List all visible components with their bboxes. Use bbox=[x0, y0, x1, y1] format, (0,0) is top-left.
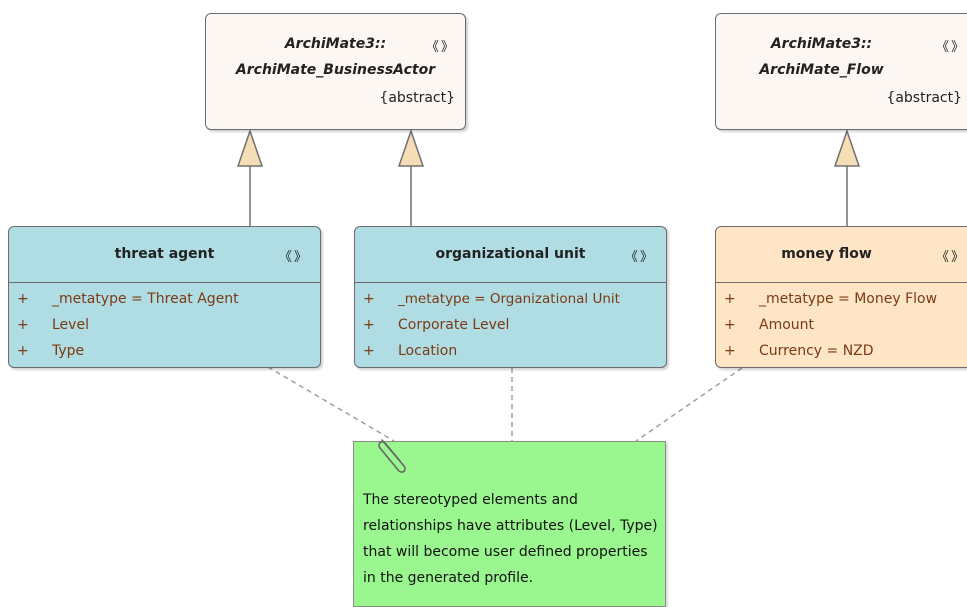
attribute-text: Corporate Level bbox=[398, 317, 510, 333]
visibility-marker: + bbox=[724, 317, 736, 333]
class-name: organizational unit bbox=[435, 246, 586, 262]
attribute-text: _metatype = Money Flow bbox=[759, 291, 938, 307]
visibility-marker: + bbox=[17, 291, 29, 307]
attribute-row[interactable]: + Type bbox=[9, 338, 320, 364]
stereotype-marker: 《 》 bbox=[624, 250, 653, 265]
generalization-arrowhead bbox=[833, 128, 861, 167]
class-name: threat agent bbox=[114, 246, 215, 262]
attribute-row[interactable]: + _metatype = Organizational Unit bbox=[355, 286, 666, 312]
abstract-modifier: {abstract} bbox=[379, 90, 455, 106]
visibility-marker: + bbox=[724, 291, 736, 307]
attribute-text: Level bbox=[52, 317, 89, 333]
class-organizational-unit[interactable]: organizational unit 《 》 + _metatype = Or… bbox=[354, 226, 667, 368]
visibility-marker: + bbox=[17, 343, 29, 359]
class-name: money flow bbox=[781, 246, 872, 262]
class-header: threat agent 《 》 bbox=[9, 227, 320, 283]
generalization-arrowhead bbox=[236, 128, 264, 167]
attribute-row[interactable]: + Location bbox=[355, 338, 666, 364]
abstract-class-business-actor[interactable]: ArchiMate3:: 《 》 ArchiMate_BusinessActor… bbox=[205, 13, 466, 130]
class-threat-agent[interactable]: threat agent 《 》 + _metatype = Threat Ag… bbox=[8, 226, 321, 368]
attribute-row[interactable]: + Currency = NZD bbox=[716, 338, 967, 364]
attribute-text: Location bbox=[398, 343, 458, 359]
attribute-list: + _metatype = Threat Agent + Level + Typ… bbox=[9, 283, 320, 364]
abstract-modifier: {abstract} bbox=[886, 90, 962, 106]
class-namespace: ArchiMate3:: bbox=[284, 36, 387, 52]
attribute-text: _metatype = Threat Agent bbox=[52, 291, 239, 307]
visibility-marker: + bbox=[17, 317, 29, 333]
attribute-row[interactable]: + Level bbox=[9, 312, 320, 338]
attribute-row[interactable]: + Amount bbox=[716, 312, 967, 338]
class-header: organizational unit 《 》 bbox=[355, 227, 666, 283]
attribute-list: + _metatype = Money Flow + Amount + Curr… bbox=[716, 283, 967, 364]
attribute-list: + _metatype = Organizational Unit + Corp… bbox=[355, 283, 666, 364]
note-link[interactable] bbox=[635, 367, 743, 442]
generalization-arrowhead bbox=[397, 128, 425, 167]
note-text: The stereotyped elements and relationshi… bbox=[363, 492, 658, 586]
abstract-class-flow[interactable]: ArchiMate3:: 《 》 ArchiMate_Flow {abstrac… bbox=[715, 13, 967, 130]
attribute-text: Type bbox=[52, 343, 85, 359]
stereotype-marker: 《 》 bbox=[425, 40, 454, 55]
attribute-row[interactable]: + _metatype = Money Flow bbox=[716, 286, 967, 312]
class-name: ArchiMate_BusinessActor bbox=[235, 62, 436, 78]
attribute-text: _metatype = Organizational Unit bbox=[398, 291, 620, 307]
class-namespace: ArchiMate3:: bbox=[770, 36, 873, 52]
stereotype-marker: 《 》 bbox=[936, 40, 964, 55]
class-name: ArchiMate_Flow bbox=[759, 62, 884, 78]
attribute-row[interactable]: + Corporate Level bbox=[355, 312, 666, 338]
class-money-flow[interactable]: money flow 《 》 + _metatype = Money Flow … bbox=[715, 226, 967, 368]
stereotype-marker: 《 》 bbox=[936, 250, 964, 265]
paperclip-icon bbox=[378, 439, 406, 473]
note-link[interactable] bbox=[267, 366, 395, 442]
visibility-marker: + bbox=[363, 291, 375, 307]
class-header: money flow 《 》 bbox=[716, 227, 967, 283]
attribute-row[interactable]: + _metatype = Threat Agent bbox=[9, 286, 320, 312]
visibility-marker: + bbox=[363, 317, 375, 333]
visibility-marker: + bbox=[724, 343, 736, 359]
visibility-marker: + bbox=[363, 343, 375, 359]
attribute-text: Amount bbox=[759, 317, 815, 333]
stereotype-marker: 《 》 bbox=[278, 250, 307, 265]
attribute-text: Currency = NZD bbox=[759, 343, 874, 359]
